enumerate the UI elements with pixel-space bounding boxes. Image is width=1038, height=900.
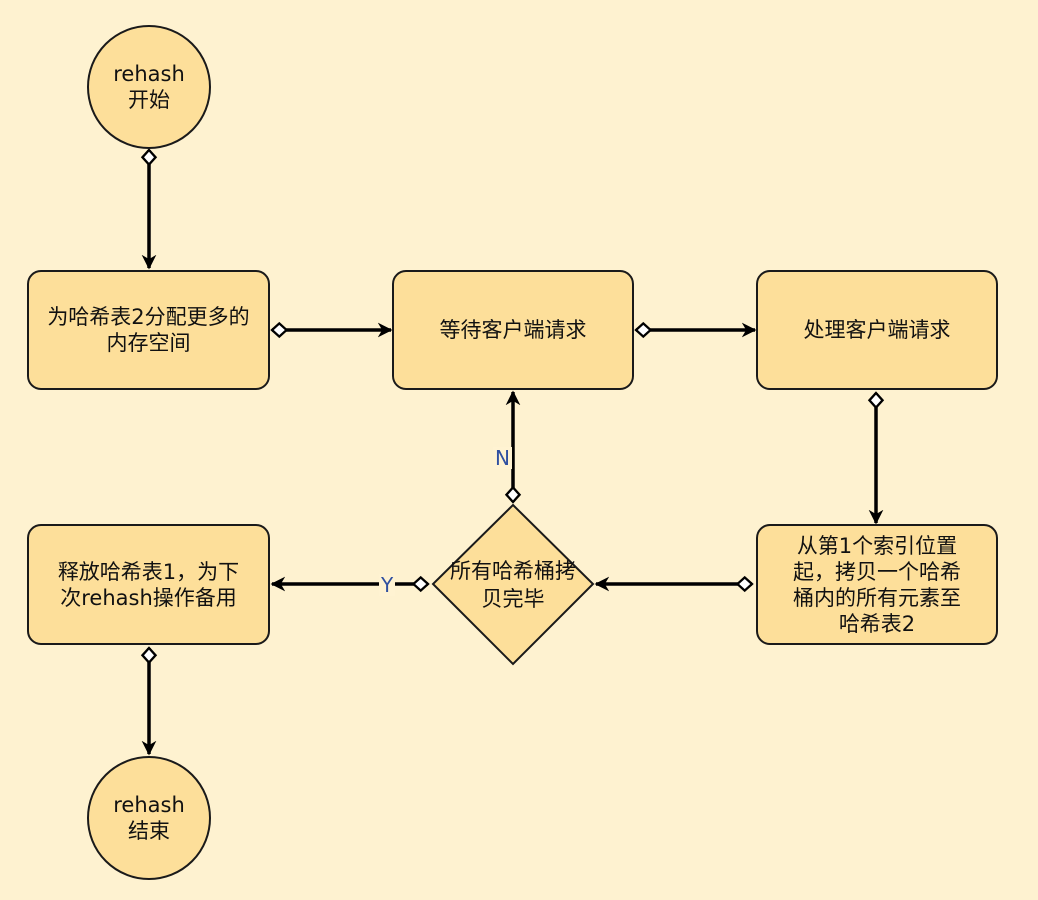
node-rehash-start: rehash 开始 [87, 25, 211, 149]
node-wait-client-request-label: 等待客户端请求 [439, 318, 587, 342]
node-copy-bucket: 从第1个索引位置 起，拷贝一个哈希 桶内的所有元素至 哈希表2 [756, 524, 998, 645]
node-allocate-memory-label: 为哈希表2分配更多的 内存空间 [47, 305, 250, 355]
node-release-table: 释放哈希表1，为下 次rehash操作备用 [27, 524, 270, 645]
node-handle-client-request: 处理客户端请求 [756, 270, 998, 390]
node-wait-client-request: 等待客户端请求 [392, 270, 634, 390]
node-rehash-end: rehash 结束 [87, 756, 211, 880]
node-release-table-label: 释放哈希表1，为下 次rehash操作备用 [57, 559, 240, 610]
node-allocate-memory: 为哈希表2分配更多的 内存空间 [27, 270, 270, 390]
decision-diamond [431, 503, 595, 666]
node-rehash-start-label: rehash 开始 [113, 62, 185, 112]
edge-label-no: N [493, 446, 512, 470]
node-copy-bucket-label: 从第1个索引位置 起，拷贝一个哈希 桶内的所有元素至 哈希表2 [793, 533, 961, 636]
node-rehash-end-label: rehash 结束 [113, 793, 185, 843]
node-all-buckets-copied-label: 所有哈希桶拷 贝完毕 [432, 555, 594, 615]
node-handle-client-request-label: 处理客户端请求 [803, 318, 951, 342]
edge-label-yes: Y [379, 573, 396, 597]
node-all-buckets-copied-text: 所有哈希桶拷 贝完毕 [450, 559, 576, 611]
